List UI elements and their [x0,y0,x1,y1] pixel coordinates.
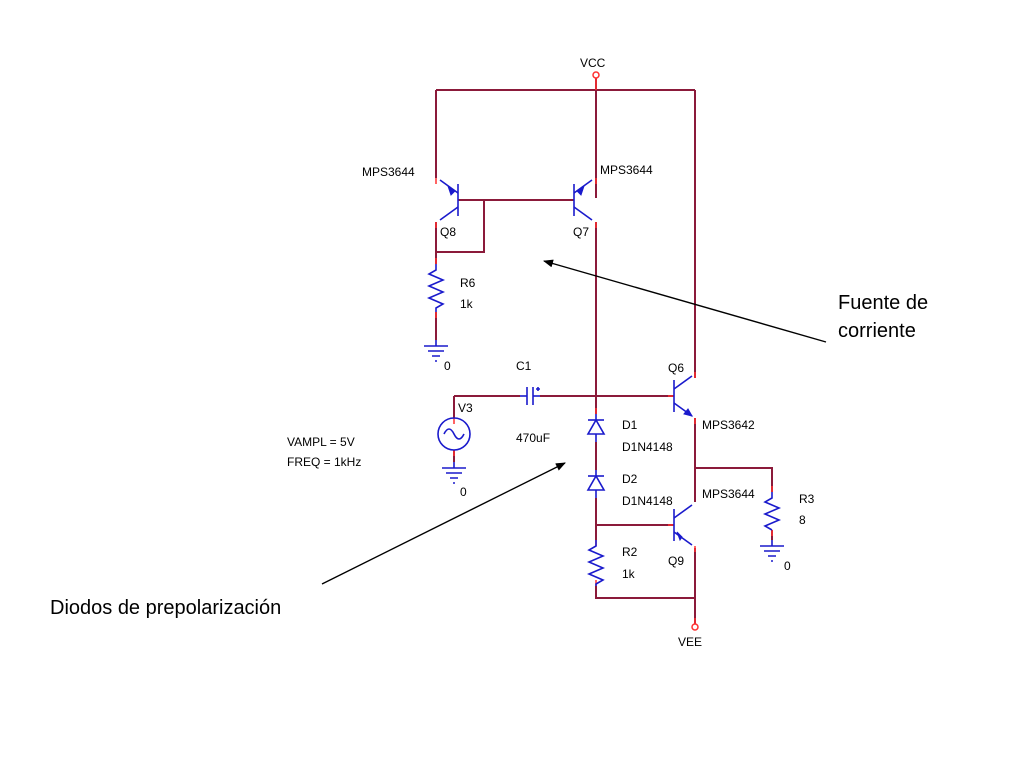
q9-model: MPS3644 [702,487,755,501]
r3-value: 8 [799,513,806,527]
connection-points [435,78,773,624]
vcc-label: VCC [580,56,606,70]
q7-ref: Q7 [573,225,589,239]
transistor-q8: MPS3644 Q8 [362,165,459,239]
c1-ref: C1 [516,359,532,373]
q6-model: MPS3642 [702,418,755,432]
vee-port: VEE [678,623,702,649]
q8-model: MPS3644 [362,165,415,179]
ground-r6: 0 [424,340,451,373]
diode-d2: D2 D1N4148 [586,470,673,508]
resistor-r3: R3 8 [762,492,815,531]
d2-model: D1N4148 [622,494,673,508]
r6-ref: R6 [460,276,476,290]
ground-v3-label: 0 [460,485,467,499]
annotation-bias-diodes: Diodos de prepolarización [50,462,566,619]
ac-source-v3: V3 VAMPL = 5V FREQ = 1kHz [287,401,473,469]
annotation-current-source: Fuente de corriente [543,259,928,343]
ground-r3-label: 0 [784,559,791,573]
d2-ref: D2 [622,472,638,486]
r3-ref: R3 [799,492,815,506]
v3-freq: FREQ = 1kHz [287,455,361,469]
diode-d1: D1 D1N4148 [586,414,673,454]
v3-vampl: VAMPL = 5V [287,435,355,449]
r2-value: 1k [622,567,636,581]
vcc-port: VCC [580,56,606,79]
ground-r6-label: 0 [444,359,451,373]
current-source-line-1: Fuente de [838,292,928,314]
c1-value: 470uF [516,431,550,445]
q9-ref: Q9 [668,554,684,568]
transistor-q6: Q6 MPS3642 [668,361,755,432]
r6-value: 1k [460,297,474,311]
v3-ref: V3 [458,401,473,415]
transistor-q9: MPS3644 Q9 [668,487,755,568]
q6-ref: Q6 [668,361,684,375]
ground-r3: 0 [760,540,791,573]
d1-model: D1N4148 [622,440,673,454]
current-source-line-2: corriente [838,320,916,342]
d1-ref: D1 [622,418,638,432]
wires [435,78,773,624]
resistor-r6: R6 1k [426,264,476,312]
resistor-r2: R2 1k [586,540,638,586]
transistor-q7: MPS3644 Q7 [573,163,653,239]
capacitor-c1: C1 470uF [516,359,550,445]
vee-label: VEE [678,635,702,649]
q8-ref: Q8 [440,225,456,239]
q7-model: MPS3644 [600,163,653,177]
ground-v3: 0 [442,462,467,499]
bias-diodes-label: Diodos de prepolarización [50,597,281,619]
r2-ref: R2 [622,545,638,559]
